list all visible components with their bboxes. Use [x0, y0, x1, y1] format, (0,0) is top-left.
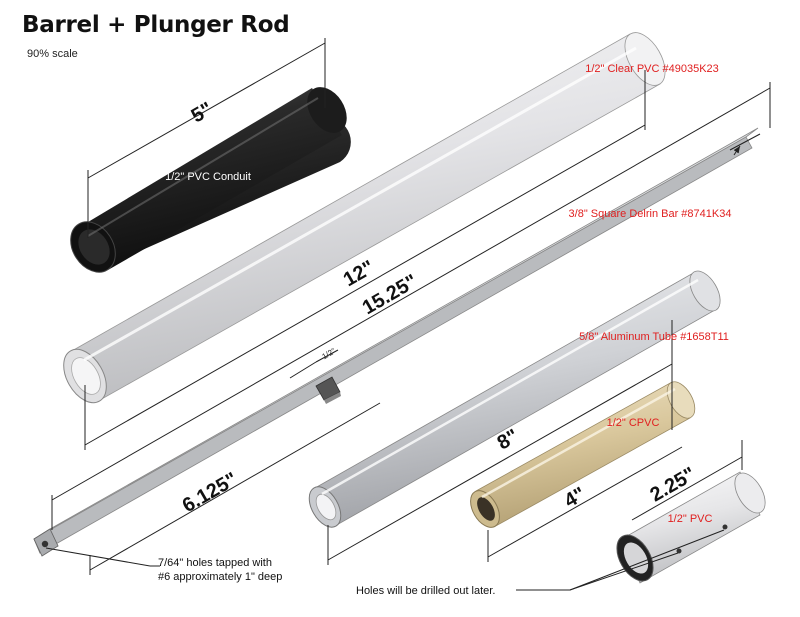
label-cpvc: 1/2" CPVC — [607, 417, 660, 429]
dimension-lines — [51, 38, 771, 575]
note-holes-tapped-line1: 7/64" holes tapped with — [158, 557, 272, 569]
label-aluminum-tube: 5/8" Aluminum Tube #1658T11 — [579, 331, 729, 343]
short-pvc-tube — [616, 471, 766, 584]
page-title: Barrel + Plunger Rod — [22, 12, 290, 38]
dim-notch-width: 1/2" — [320, 346, 337, 361]
scale-note: 90% scale — [27, 48, 78, 60]
label-pvc-conduit: 1/2" PVC Conduit — [165, 171, 251, 183]
clear-pvc-tube — [63, 32, 666, 404]
note-holes-tapped-line2: #6 approximately 1" deep — [158, 571, 282, 583]
cpvc-tube — [470, 381, 696, 528]
aluminum-tube — [308, 270, 721, 528]
dim-6-125-inch: 6.125" — [179, 468, 242, 517]
label-delrin-bar: 3/8" Square Delrin Bar #8741K34 — [569, 208, 732, 220]
label-short-pvc: 1/2" PVC — [668, 513, 713, 525]
pvc-conduit — [70, 87, 351, 273]
note-holes-drilled: Holes will be drilled out later. — [356, 585, 495, 597]
label-clear-pvc: 1/2" Clear PVC #49035K23 — [585, 63, 719, 75]
dim-5-inch: 5" — [188, 98, 217, 127]
leader-lines — [45, 133, 761, 591]
